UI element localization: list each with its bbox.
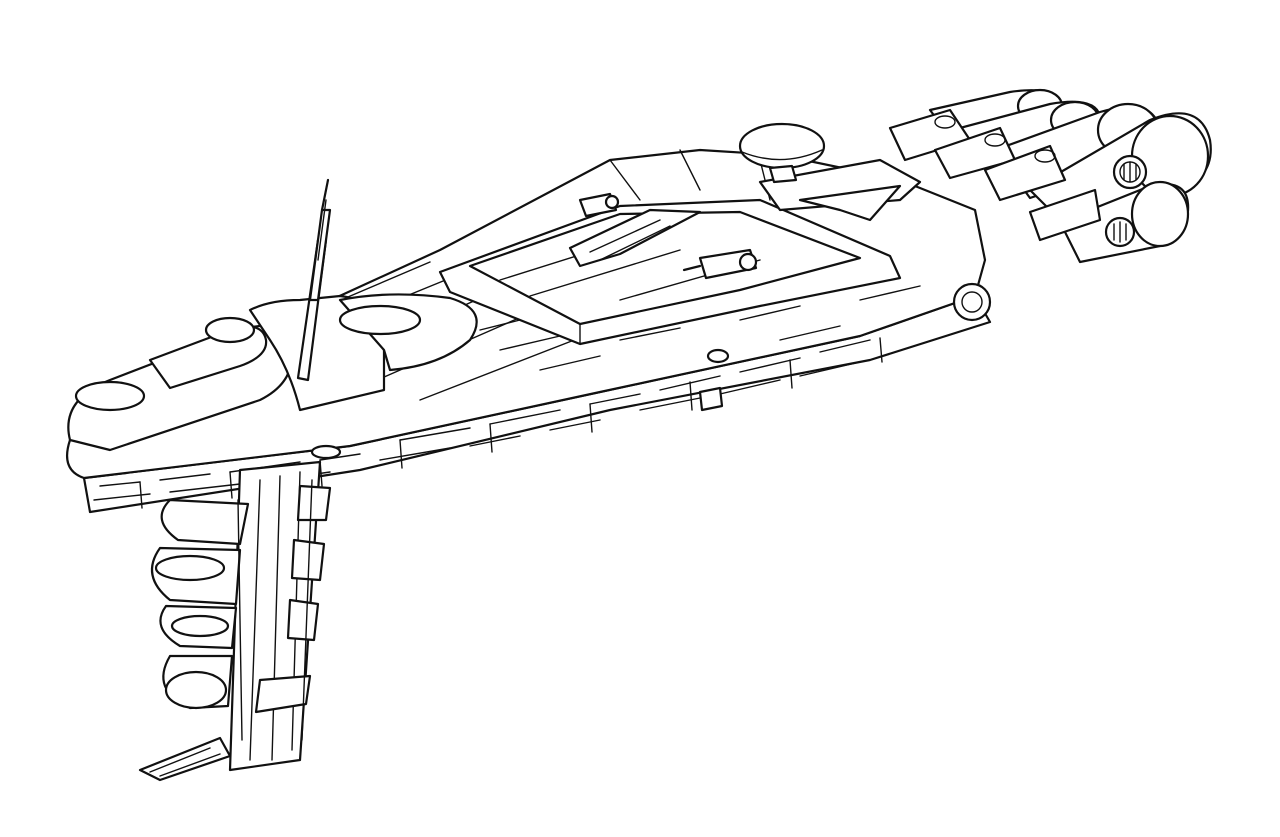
engine-cluster [888, 88, 1212, 264]
forward-superstructure [67, 178, 478, 452]
ventral-tower [138, 460, 332, 782]
central-platform [438, 158, 922, 346]
sensor-dome [738, 122, 826, 184]
